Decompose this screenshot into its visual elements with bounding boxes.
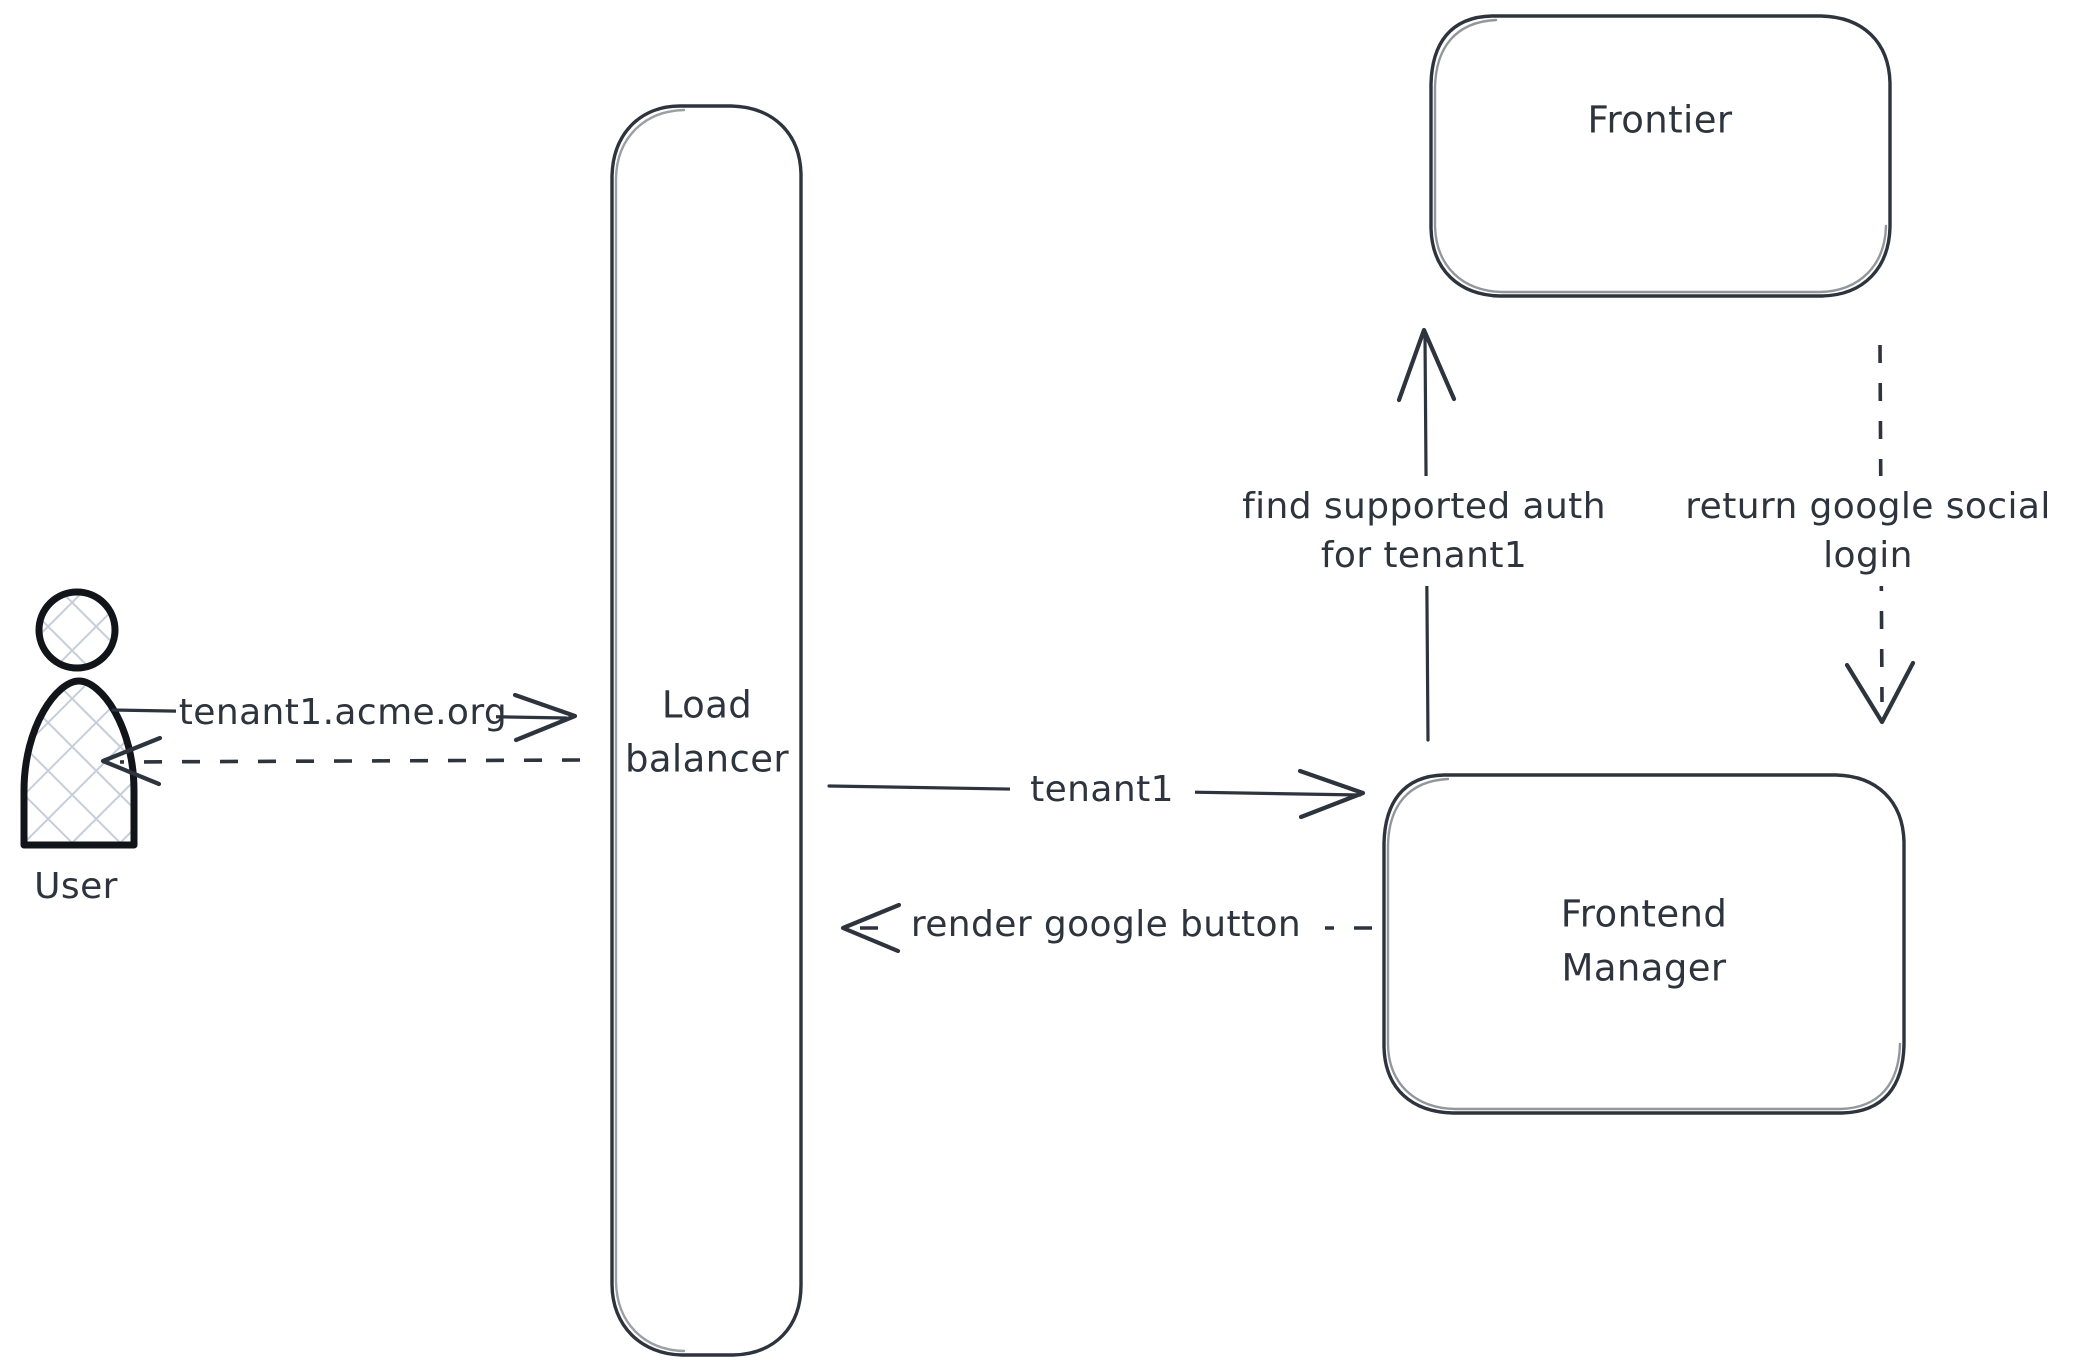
load-balancer-label-line2: balancer — [625, 738, 789, 781]
edge-frontend-manager-to-frontier[interactable]: find supported auth for tenant1 — [1216, 327, 1636, 742]
user-body-icon — [20, 677, 138, 849]
frontend-manager-shape-sketch — [1386, 777, 1902, 1111]
edge-fm-to-lb-label: render google button — [911, 904, 1301, 945]
edge-frontier-to-fm-arrowhead — [1844, 660, 1916, 725]
user-head-icon — [35, 588, 119, 672]
edge-lb-to-user-arrowhead — [100, 735, 163, 787]
edge-frontier-to-fm-label-line2: login — [1823, 535, 1913, 576]
edge-fm-to-frontier-label-line1: find supported auth — [1242, 486, 1606, 527]
edge-frontier-to-fm-label-bg — [1662, 476, 2072, 586]
edge-frontier-to-frontend-manager[interactable]: return google social login — [1662, 344, 2072, 725]
frontend-manager-shape — [1382, 773, 1906, 1115]
edge-lb-to-user-line — [119, 758, 581, 764]
frontier-label: Frontier — [1587, 99, 1732, 142]
edge-frontier-to-fm-label-line1: return google social — [1685, 486, 2051, 527]
edge-fm-to-frontier-label-line2: for tenant1 — [1321, 535, 1527, 576]
edge-fm-to-lb-arrowhead — [840, 902, 902, 954]
edge-fm-to-frontier-label-bg — [1216, 476, 1636, 586]
frontend-manager-node[interactable]: Frontend Manager — [1382, 773, 1906, 1115]
edge-user-to-loadbalancer[interactable]: tenant1.acme.org — [111, 688, 578, 743]
edge-loadbalancer-to-user[interactable] — [100, 735, 581, 787]
load-balancer-shape — [610, 104, 803, 1357]
edge-user-to-lb-arrowhead — [512, 692, 578, 743]
frontier-shape — [1429, 14, 1892, 298]
frontend-manager-label-line2: Manager — [1562, 947, 1727, 990]
frontier-node[interactable]: Frontier — [1429, 14, 1892, 298]
edge-lb-to-fm-label: tenant1 — [1030, 769, 1174, 810]
user-actor-label: User — [34, 866, 118, 907]
edge-fm-to-frontier-arrowhead — [1396, 327, 1457, 403]
edge-lb-to-fm-label-bg — [1010, 766, 1195, 816]
load-balancer-label-line1: Load — [662, 684, 752, 727]
edge-loadbalancer-to-frontend-manager[interactable]: tenant1 — [827, 766, 1366, 820]
load-balancer-shape-sketch — [614, 108, 686, 1353]
edge-user-to-lb-label-bg — [176, 688, 496, 740]
edge-fm-to-lb-label-bg — [880, 900, 1325, 956]
frontend-manager-label-line1: Frontend — [1561, 893, 1727, 936]
edge-user-to-lb-label: tenant1.acme.org — [179, 692, 507, 733]
load-balancer-node[interactable]: Load balancer — [610, 104, 803, 1357]
frontier-shape-sketch — [1433, 18, 1888, 294]
edge-lb-to-fm-arrowhead — [1297, 768, 1366, 820]
edge-frontend-manager-to-loadbalancer[interactable]: render google button — [840, 900, 1372, 956]
user-actor[interactable]: User — [20, 588, 138, 907]
